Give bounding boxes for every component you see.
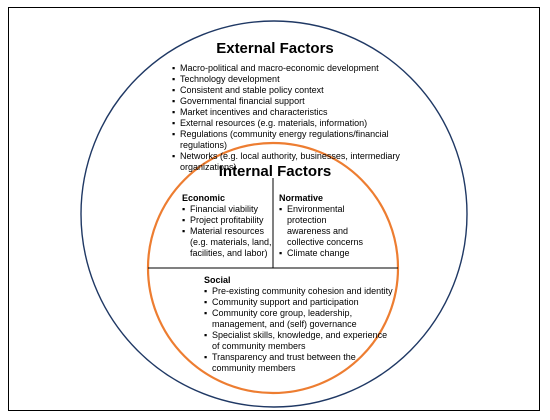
bullet-icon: ▪ [204, 330, 208, 340]
bullet-icon: ▪ [182, 215, 186, 225]
economic-factor-item-text: Project profitability [190, 215, 264, 225]
bullet-icon: ▪ [204, 286, 208, 296]
normative-factors-list: ▪ Environmental protection awareness and … [279, 204, 369, 259]
social-factor-item-text: Pre-existing community cohesion and iden… [212, 286, 393, 296]
economic-factor-item: ▪ Material resources (e.g. materials, lan… [182, 226, 272, 259]
social-factor-item-text: Community support and participation [212, 297, 359, 307]
bullet-icon: ▪ [172, 74, 176, 84]
economic-heading: Economic [182, 193, 226, 203]
external-factor-item: ▪ Governmental financial support [172, 96, 402, 107]
external-factor-item-text: External resources (e.g. materials, info… [180, 118, 368, 128]
social-factor-item-text: Community core group, leadership, manage… [212, 308, 357, 329]
social-factor-item: ▪ Community support and participation [204, 297, 394, 308]
bullet-icon: ▪ [172, 118, 176, 128]
bullet-icon: ▪ [279, 248, 283, 258]
external-factor-item-text: Consistent and stable policy context [180, 85, 324, 95]
bullet-icon: ▪ [204, 308, 208, 318]
external-factor-item: ▪ Technology development [172, 74, 402, 85]
economic-factor-item-text: Financial viability [190, 204, 259, 214]
social-factor-item: ▪ Community core group, leadership, manag… [204, 308, 394, 330]
bullet-icon: ▪ [182, 204, 186, 214]
external-factor-item: ▪ Consistent and stable policy context [172, 85, 402, 96]
external-factors-circle [80, 20, 468, 408]
economic-factor-item: ▪ Financial viability [182, 204, 272, 215]
normative-factor-item: ▪ Climate change [279, 248, 369, 259]
external-factor-item-text: Governmental financial support [180, 96, 305, 106]
normative-factor-item-text: Environmental protection awareness and c… [287, 204, 364, 247]
social-factor-item: ▪ Specialist skills, knowledge, and exper… [204, 330, 394, 352]
social-factor-item-text: Transparency and trust between the commu… [212, 352, 356, 373]
external-factor-item-text: Technology development [180, 74, 280, 84]
bullet-icon: ▪ [204, 352, 208, 362]
external-factor-item: ▪ Macro-political and macro-economic deve… [172, 63, 402, 74]
economic-factor-item: ▪ Project profitability [182, 215, 272, 226]
social-factor-item: ▪ Transparency and trust between the comm… [204, 352, 394, 374]
bullet-icon: ▪ [172, 129, 176, 139]
bullet-icon: ▪ [172, 63, 176, 73]
external-factor-item: ▪ Market incentives and characteristics [172, 107, 402, 118]
external-factor-item-text: Market incentives and characteristics [180, 107, 328, 117]
external-factor-item: ▪ Networks (e.g. local authority, busines… [172, 151, 402, 173]
external-factor-item-text: Networks (e.g. local authority, business… [180, 151, 400, 172]
external-factors-title: External Factors [216, 40, 334, 57]
external-factors-list: ▪ Macro-political and macro-economic deve… [172, 63, 402, 173]
bullet-icon: ▪ [279, 204, 283, 214]
internal-factors-title: Internal Factors [218, 163, 332, 180]
bullet-icon: ▪ [172, 107, 176, 117]
economic-factor-item-text: Material resources (e.g. materials, land… [190, 226, 272, 258]
normative-heading: Normative [279, 193, 324, 203]
social-factor-item: ▪ Pre-existing community cohesion and ide… [204, 286, 394, 297]
diagram-frame [8, 7, 540, 411]
social-factor-item-text: Specialist skills, knowledge, and experi… [212, 330, 388, 351]
bullet-icon: ▪ [204, 297, 208, 307]
bullet-icon: ▪ [172, 96, 176, 106]
external-factor-item-text: Regulations (community energy regulation… [180, 129, 389, 150]
bullet-icon: ▪ [172, 151, 176, 161]
social-heading: Social [204, 275, 231, 285]
external-factor-item: ▪ Regulations (community energy regulatio… [172, 129, 402, 151]
external-factor-item-text: Macro-political and macro-economic devel… [180, 63, 379, 73]
external-factor-item: ▪ External resources (e.g. materials, inf… [172, 118, 402, 129]
bullet-icon: ▪ [172, 85, 176, 95]
bullet-icon: ▪ [182, 226, 186, 236]
social-factors-list: ▪ Pre-existing community cohesion and ide… [204, 286, 394, 374]
normative-factor-item: ▪ Environmental protection awareness and … [279, 204, 369, 248]
economic-factors-list: ▪ Financial viability ▪ Project profitabili… [182, 204, 272, 259]
normative-factor-item-text: Climate change [287, 248, 350, 258]
